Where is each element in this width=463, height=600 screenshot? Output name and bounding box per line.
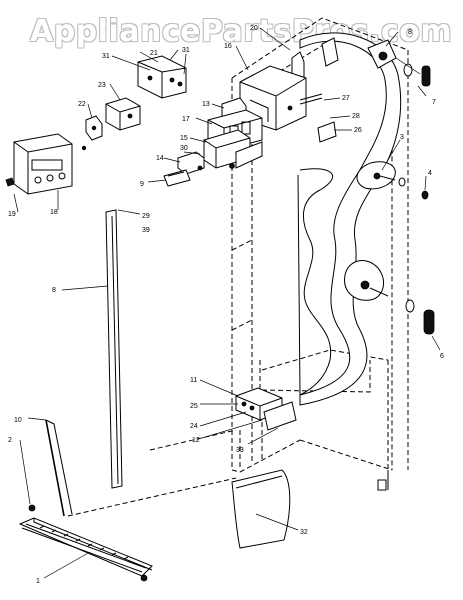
part-label: 4: [428, 170, 432, 177]
top-right-hinge: [367, 39, 431, 87]
part-labels: 1 2 3 4 6 7 8 8 9 10 11 12 13 14 15 16 1…: [8, 25, 444, 585]
part-label: 20: [250, 25, 258, 32]
part-label: 25: [190, 403, 198, 410]
part-label: 33: [236, 447, 244, 454]
part-label: 8: [52, 287, 56, 294]
upper-right-bracket: [356, 161, 429, 200]
part-label: 23: [98, 82, 106, 89]
part-label: 31: [102, 53, 110, 60]
part-label: 30: [180, 145, 188, 152]
part-label: 32: [300, 529, 308, 536]
bracket-21: [137, 55, 187, 99]
part-label: 31: [182, 47, 190, 54]
pad-28: [317, 121, 337, 143]
part-label: 3: [400, 134, 404, 141]
part-label: 22: [78, 101, 86, 108]
part-label: 13: [202, 101, 210, 108]
part-label: 2: [8, 437, 12, 444]
part-label: 15: [180, 135, 188, 142]
part-label: 19: [8, 211, 16, 218]
mid-right-bracket: [344, 260, 435, 335]
part-label: 12: [192, 437, 200, 444]
leader-lines: [13, 27, 441, 579]
part-label: 16: [224, 43, 232, 50]
part-label: 10: [14, 417, 22, 424]
gasket-strip-8: [105, 209, 123, 489]
part-label: 29: [142, 213, 150, 220]
base-grille-1: [18, 504, 153, 582]
control-panel-18: [5, 133, 73, 195]
chute-detail: [235, 141, 263, 169]
air-duct: [297, 32, 402, 406]
slider-27: [299, 93, 323, 105]
part-label: 39: [142, 227, 150, 234]
part-label: 24: [190, 423, 198, 430]
pad-9: [163, 169, 191, 187]
part-label: 11: [190, 377, 197, 384]
part-label: 7: [432, 99, 436, 106]
kick-plate-32: [231, 469, 291, 549]
lower-bracket: [235, 387, 297, 431]
switch-14: [177, 151, 235, 175]
clip-22: [81, 115, 103, 151]
part-label: 8: [408, 29, 412, 36]
part-label: 9: [140, 181, 144, 188]
side-rail-10: [45, 419, 73, 517]
part-label: 18: [50, 209, 58, 216]
part-label: 17: [182, 116, 190, 123]
part-label: 28: [352, 113, 360, 120]
part-label: 21: [150, 50, 158, 57]
part-label: 14: [156, 155, 164, 162]
reference-lines: [67, 429, 389, 517]
part-label: 1: [36, 578, 40, 585]
bracket-23: [105, 97, 141, 131]
part-label: 27: [342, 95, 350, 102]
part-label: 26: [354, 127, 362, 134]
part-label: 6: [440, 353, 444, 360]
